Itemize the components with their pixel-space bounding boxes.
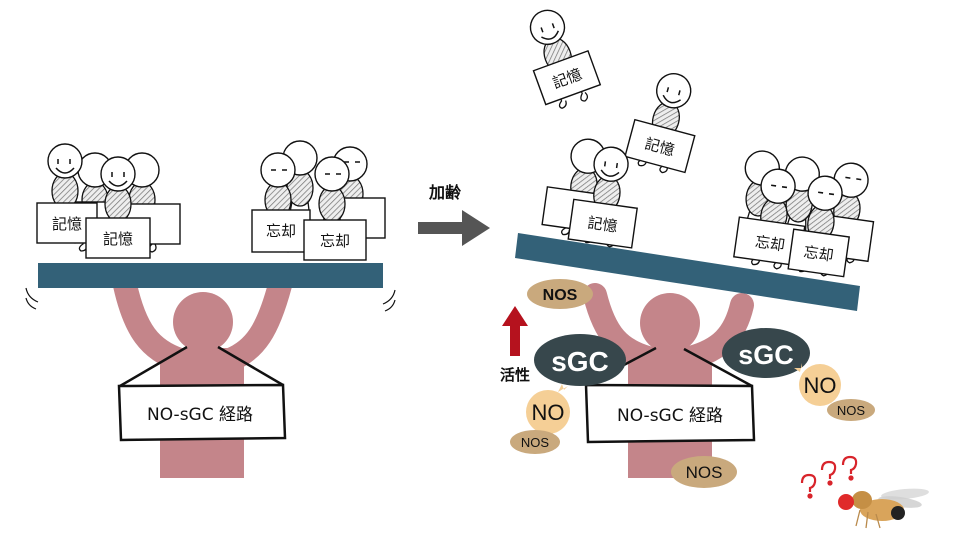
- left-pathway-figure: NO-sGC 経路: [113, 273, 292, 478]
- sgc-bubble-right: sGC: [722, 328, 810, 378]
- nos-bubble-bottom: NOS: [671, 456, 737, 488]
- sgc-label: sGC: [738, 340, 794, 370]
- nos-label: NOS: [543, 287, 578, 304]
- no-label: NO: [532, 400, 565, 425]
- left-pathway-sign: [117, 383, 287, 442]
- sign-text: 忘却: [266, 222, 296, 240]
- left-forget-group: 忘却 忘却: [251, 140, 386, 261]
- right-pathway-sign-text: NO-sGC 経路: [617, 406, 723, 426]
- left-panel: NO-sGC 経路 記憶 記憶: [25, 140, 396, 478]
- wobble-marks-right: [382, 289, 396, 312]
- nos-bubble-top: NOS: [527, 279, 593, 309]
- right-panel: NO-sGC 経路 記憶 記憶: [500, 4, 929, 529]
- activation-label: 活性: [500, 366, 530, 384]
- right-pathway-sign: [584, 383, 756, 444]
- sign-text: 記憶: [103, 230, 133, 248]
- nos-bubble-right: NOS: [827, 399, 875, 421]
- left-memory-group: 記憶 記憶: [36, 143, 181, 259]
- sign-text: 忘却: [802, 243, 834, 265]
- fruit-fly-icon: [800, 455, 929, 529]
- sign-text: 記憶: [52, 215, 82, 233]
- no-bubble-right: NO: [794, 363, 841, 406]
- aging-label: 加齢: [428, 183, 462, 202]
- activation-arrow-icon: [502, 306, 528, 356]
- nos-bubble-bottom-left: NOS: [510, 430, 560, 454]
- question-marks-icon: [800, 455, 858, 499]
- right-pathway-figure: NO-sGC 経路: [583, 283, 756, 478]
- activation-indicator: 活性: [500, 306, 530, 384]
- no-bubble-left: NO: [526, 384, 570, 434]
- sign-text: 忘却: [320, 232, 350, 250]
- nos-label: NOS: [521, 435, 550, 450]
- sign-text: 記憶: [586, 214, 618, 236]
- right-forget-group: 忘却 忘却: [733, 148, 875, 278]
- nos-label: NOS: [686, 463, 723, 482]
- aging-arrow-icon: [418, 210, 490, 246]
- left-balance-beam: [38, 263, 383, 288]
- right-balance-beam: [515, 233, 860, 311]
- left-pathway-sign-text: NO-sGC 経路: [147, 405, 253, 425]
- sgc-bubble-left: sGC: [534, 334, 626, 386]
- aging-transition: 加齢: [418, 183, 490, 246]
- right-memory-group: 記憶 記憶 記憶: [524, 4, 696, 249]
- wobble-marks-left: [25, 287, 39, 310]
- sgc-label: sGC: [551, 346, 609, 377]
- sign-text: 忘却: [754, 233, 786, 255]
- no-label: NO: [804, 373, 837, 398]
- nos-label: NOS: [837, 403, 866, 418]
